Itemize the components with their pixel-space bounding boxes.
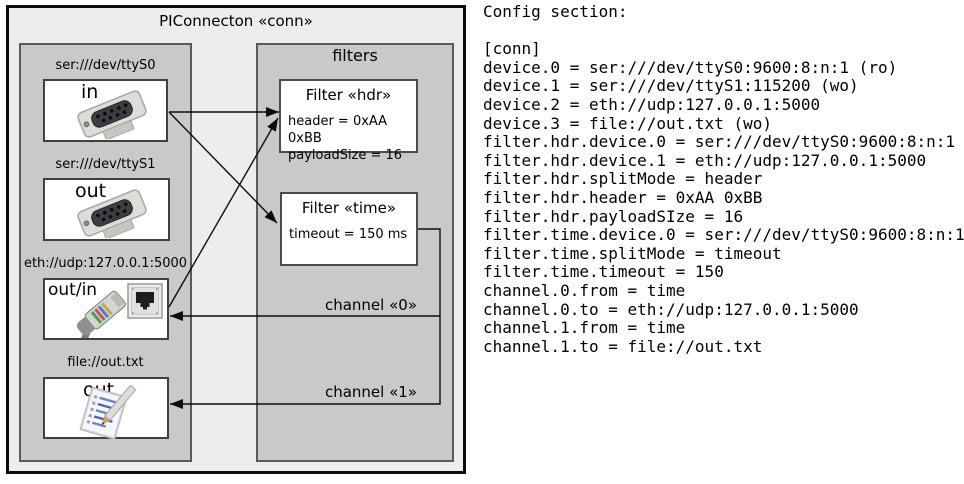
config-line: filter.hdr.device.1 = eth://udp:127.0.0.… [483, 150, 927, 170]
config-line: filter.hdr.header = 0xAA 0xBB [483, 187, 763, 207]
pencil-icon [101, 384, 137, 426]
config-line: channel.1.from = time [483, 318, 686, 338]
device-label-ttys0: ser:///dev/ttyS0 [55, 58, 156, 73]
device-box-eth: out/in [43, 278, 169, 340]
device-box-ttys1: out [43, 178, 170, 241]
serial-connector-icon [77, 189, 147, 238]
filter-time-param: timeout = 150 ms [289, 227, 408, 242]
diagram-title: PIConnecton «conn» [159, 12, 313, 30]
config-line: device.3 = file://out.txt (wo) [483, 113, 772, 133]
config-line: channel.0.to = eth://udp:127.0.0.1:5000 [483, 299, 859, 319]
filter-hdr-param: payloadSize = 16 [288, 148, 403, 163]
config-heading: Config section: [483, 2, 628, 21]
config-line: channel.1.to = file://out.txt [483, 336, 763, 356]
config-line: filter.hdr.payloadSIze = 16 [483, 206, 744, 226]
config-line: filter.time.timeout = 150 [483, 262, 724, 282]
devices-panel: ser:///dev/ttyS0 in [19, 43, 192, 462]
device-label-ttys1: ser:///dev/ttyS1 [55, 157, 156, 172]
ethernet-port-icon [127, 283, 163, 319]
config-line: [conn] [483, 39, 541, 59]
device-label-eth: eth://udp:127.0.0.1:5000 [23, 256, 188, 271]
config-line: filter.hdr.device.0 = ser:///dev/ttyS0:9… [483, 132, 956, 152]
device-box-ttys0: in [43, 79, 168, 142]
filters-panel-title: filters [332, 46, 378, 65]
config-line: device.2 = eth://udp:127.0.0.1:5000 [483, 94, 821, 114]
serial-connector-icon [77, 90, 147, 139]
channel-1-label: channel «1» [324, 383, 417, 401]
filters-panel: filters Filter «hdr» header = 0xAA 0xBB … [256, 43, 454, 462]
device-direction-label: out/in [48, 280, 98, 300]
device-direction-label: out [75, 180, 107, 202]
config-line: filter.time.device.0 = ser:///dev/ttyS0:… [483, 225, 964, 245]
filter-box-time: Filter «time» timeout = 150 ms [280, 192, 418, 266]
filter-hdr-title: Filter «hdr» [305, 86, 392, 104]
device-label-file: file://out.txt [67, 355, 144, 370]
notepad-icon [79, 384, 137, 439]
config-line: channel.0.from = time [483, 280, 686, 300]
filter-time-title: Filter «time» [301, 199, 397, 217]
channel-0-label: channel «0» [324, 296, 417, 314]
connector-diagram: PIConnecton «conn» ser:///dev/ttyS0 in [6, 5, 466, 474]
config-section: Config section: [conn] device.0 = ser://… [483, 2, 964, 356]
config-line: filter.hdr.splitMode = header [483, 169, 763, 189]
device-direction-label: in [81, 81, 99, 103]
config-line: filter.time.splitMode = timeout [483, 243, 782, 263]
ethernet-connector-icon [76, 290, 126, 338]
config-line: device.0 = ser:///dev/ttyS0:9600:8:n:1 (… [483, 57, 898, 77]
filter-box-hdr: Filter «hdr» header = 0xAA 0xBB payloadS… [279, 79, 418, 163]
device-box-file: out [43, 377, 169, 439]
config-line: device.1 = ser:///dev/ttyS1:115200 (wo) [483, 76, 859, 96]
filter-hdr-param: header = 0xAA 0xBB [288, 114, 388, 146]
